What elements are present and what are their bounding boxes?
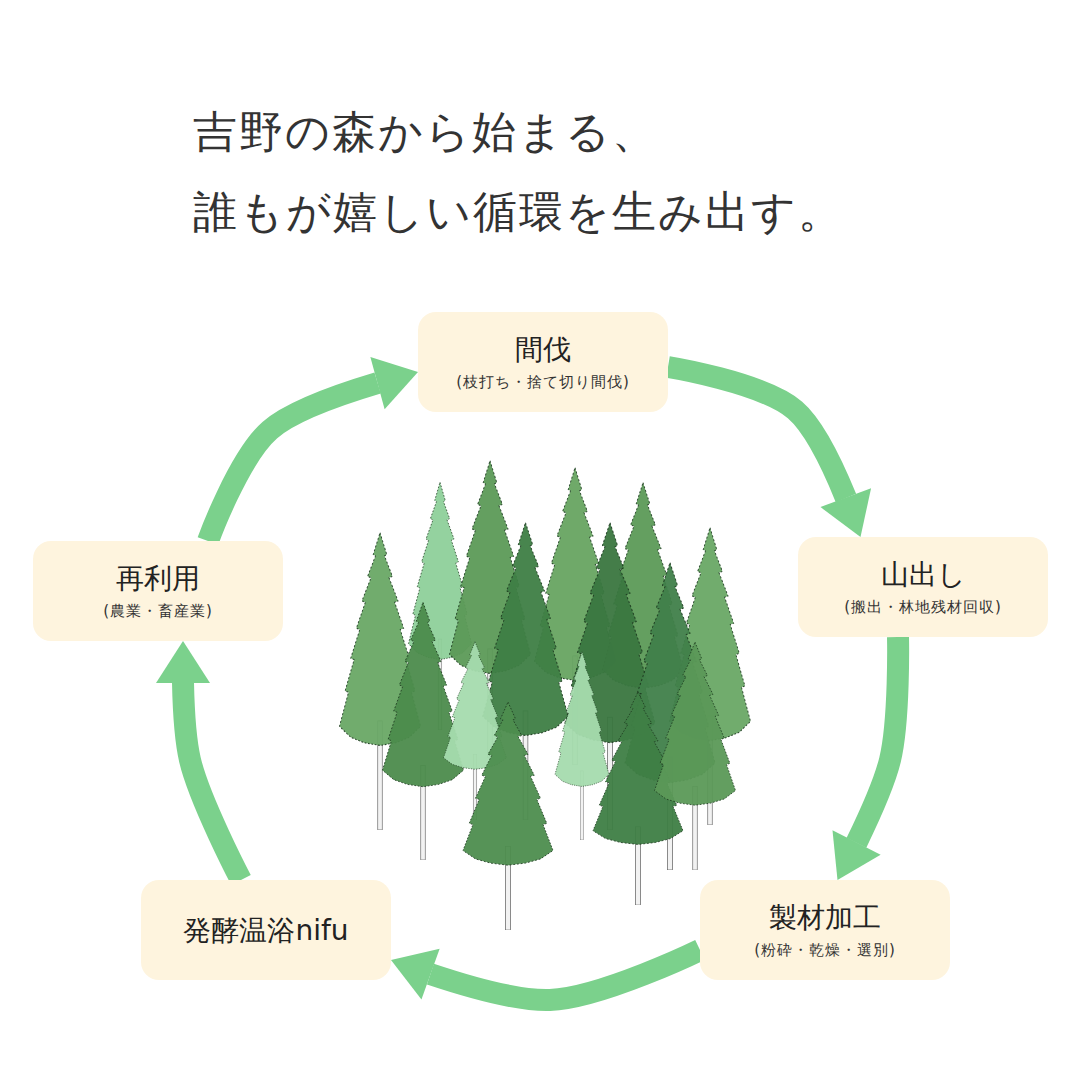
- step-name: 製材加工: [769, 900, 881, 935]
- tree: [463, 702, 553, 930]
- title: 吉野の森から始まる、 誰もが嬉しい循環を生み出す。: [193, 92, 953, 252]
- tree: [655, 642, 736, 870]
- cycle-arrow: [832, 637, 898, 880]
- process-box: 山出し (搬出・林地残材回収): [798, 537, 1048, 637]
- step-name: 発酵温浴nifu: [183, 913, 348, 948]
- arrow-head: [391, 949, 440, 1000]
- process-box: 再利用 (農業・畜産業): [33, 541, 283, 641]
- process-box: 発酵温浴nifu: [141, 880, 391, 980]
- cycle-arrow: [668, 367, 871, 537]
- arrow-head: [832, 830, 880, 880]
- arrow-head: [156, 641, 210, 683]
- cycle-arrow: [391, 949, 700, 1000]
- step-name: 間伐: [515, 332, 571, 367]
- step-name: 再利用: [116, 561, 200, 596]
- process-box: 間伐 (枝打ち・捨て切り間伐): [418, 312, 668, 412]
- process-box: 製材加工 (粉砕・乾燥・選別): [700, 880, 950, 980]
- step-detail: (農業・畜産業): [103, 602, 213, 622]
- arrow-shaft: [391, 950, 700, 1000]
- arrow-head: [370, 357, 418, 409]
- step-detail: (枝打ち・捨て切り間伐): [456, 373, 630, 393]
- cycle-arrow: [208, 357, 418, 541]
- cycle-arrow: [156, 641, 241, 880]
- step-name: 山出し: [881, 557, 966, 592]
- arrow-head: [821, 488, 872, 537]
- step-detail: (粉砕・乾燥・選別): [754, 941, 896, 961]
- step-detail: (搬出・林地残材回収): [844, 598, 1002, 618]
